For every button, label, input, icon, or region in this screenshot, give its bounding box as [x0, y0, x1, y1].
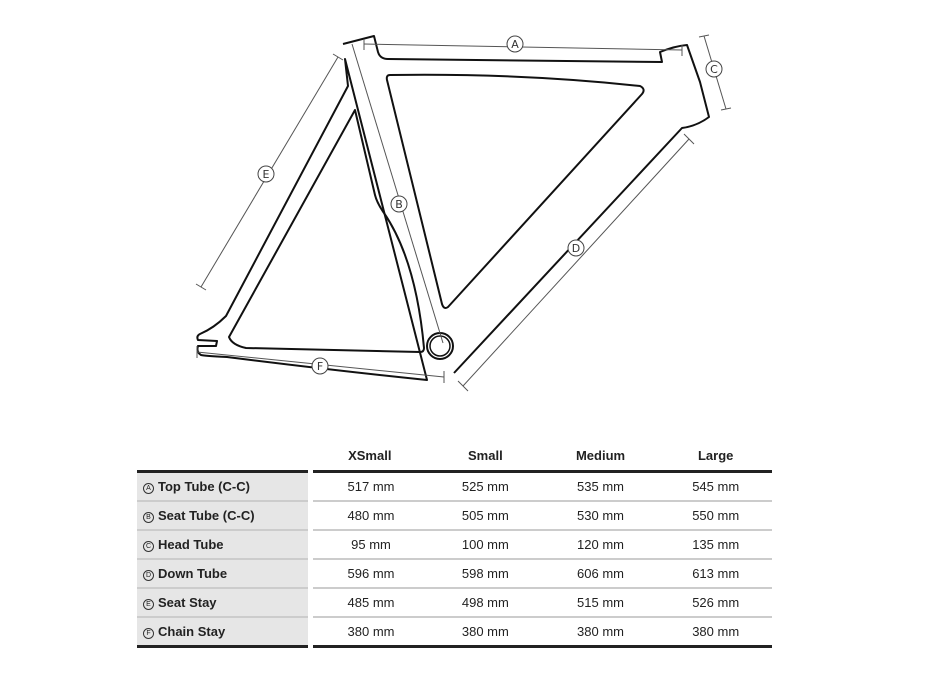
table-cell: 100 mm [429, 530, 542, 560]
table-cell: 517 mm [310, 471, 430, 502]
table-cell: 380 mm [541, 617, 660, 648]
frame-outline [196, 35, 710, 381]
row-key-badge: B [143, 512, 154, 523]
table-cell: 526 mm [659, 588, 772, 618]
dimension-lines [195, 34, 732, 392]
table-cell: 505 mm [429, 501, 542, 531]
bike-frame-diagram: A B C D E F [195, 34, 732, 392]
table-cell: 606 mm [541, 559, 660, 589]
dimension-label-a: A [506, 35, 524, 53]
column-header: XSmall [310, 440, 430, 473]
table-cell: 535 mm [541, 471, 660, 502]
row-label-text: Head Tube [158, 537, 224, 552]
bottom-bracket [426, 332, 454, 360]
table-cell: 598 mm [429, 559, 542, 589]
row-label-text: Top Tube (C-C) [158, 479, 250, 494]
row-label: E Seat Stay [137, 588, 313, 618]
svg-text:E: E [263, 168, 270, 181]
table-cell: 613 mm [659, 559, 772, 589]
row-label: C Head Tube [137, 530, 313, 560]
table-cell: 525 mm [429, 471, 542, 502]
table-cell: 380 mm [429, 617, 542, 648]
row-key-badge: A [143, 483, 154, 494]
dimension-label-f: F [311, 357, 329, 375]
table-cell: 380 mm [310, 617, 430, 648]
column-header: Medium [541, 440, 660, 473]
table-cell: 120 mm [541, 530, 660, 560]
row-label: A Top Tube (C-C) [137, 471, 313, 502]
row-key-badge: C [143, 541, 154, 552]
table-cell: 95 mm [310, 530, 430, 560]
rear-triangle-cutout [228, 109, 425, 353]
row-label-text: Seat Tube (C-C) [158, 508, 255, 523]
svg-text:B: B [395, 198, 403, 211]
svg-text:C: C [710, 63, 718, 76]
table-cell: 550 mm [659, 501, 772, 531]
table-cell: 530 mm [541, 501, 660, 531]
row-label: F Chain Stay [137, 617, 313, 648]
row-key-badge: F [143, 628, 154, 639]
row-key-badge: E [143, 599, 154, 610]
dimension-label-c: C [705, 60, 723, 78]
dimension-label-b: B [390, 195, 408, 213]
table-cell: 545 mm [659, 471, 772, 502]
table-header-row: XSmall Small Medium Large [137, 440, 772, 473]
table-cell: 480 mm [310, 501, 430, 531]
row-label: B Seat Tube (C-C) [137, 501, 313, 531]
row-label-text: Chain Stay [158, 624, 226, 639]
table-cell: 135 mm [659, 530, 772, 560]
table-cell: 596 mm [310, 559, 430, 589]
column-header: Large [659, 440, 772, 473]
front-triangle-cutout [385, 73, 645, 309]
table-cell: 515 mm [541, 588, 660, 618]
table-cell: 485 mm [310, 588, 430, 618]
dimension-label-d: D [567, 239, 585, 257]
column-header: Small [429, 440, 542, 473]
row-key-badge: D [143, 570, 154, 581]
svg-text:D: D [572, 242, 580, 255]
row-label-text: Down Tube [158, 566, 228, 581]
table-cell: 498 mm [429, 588, 542, 618]
row-label: D Down Tube [137, 559, 313, 589]
dimension-label-e: E [257, 165, 275, 183]
svg-text:F: F [317, 360, 323, 373]
row-label-text: Seat Stay [158, 595, 217, 610]
svg-text:A: A [511, 38, 519, 51]
table-cell: 380 mm [659, 617, 772, 648]
geometry-table: XSmall Small Medium Large A Top Tube (C-C… [137, 440, 772, 648]
